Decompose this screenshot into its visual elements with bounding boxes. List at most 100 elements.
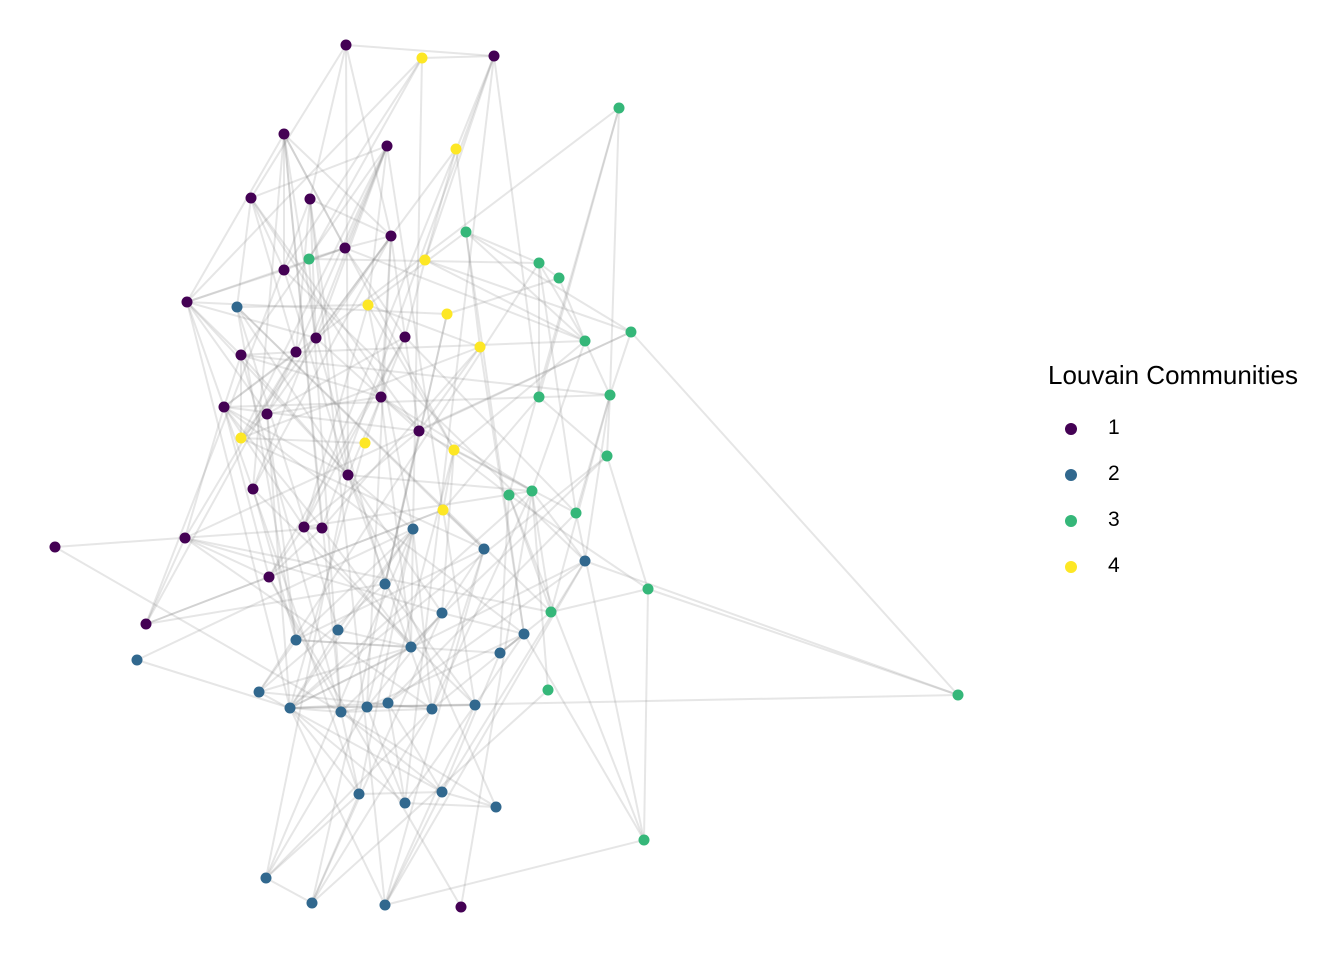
edge (240, 354, 611, 396)
edge (493, 55, 540, 398)
edge (441, 560, 586, 793)
node-community-2 (332, 624, 344, 636)
edge (186, 133, 285, 303)
edge (309, 198, 349, 476)
node-community-4 (419, 254, 431, 266)
edge (289, 560, 586, 709)
node-community-4 (448, 444, 460, 456)
edge (295, 528, 414, 641)
edge (538, 262, 577, 514)
edge (265, 877, 313, 904)
edge (250, 197, 285, 271)
edge (344, 247, 406, 338)
legend-label: 1 (1108, 416, 1120, 439)
node-community-1 (488, 50, 500, 62)
node-community-3 (542, 684, 554, 696)
edge (223, 406, 305, 528)
edge (223, 351, 297, 408)
edge (550, 588, 649, 613)
node-community-2 (306, 897, 318, 909)
edge (404, 336, 420, 432)
edge (606, 394, 611, 457)
node-community-2 (379, 899, 391, 911)
edge (54, 546, 342, 713)
edge (283, 269, 586, 562)
edge (252, 145, 388, 490)
edge (558, 277, 586, 342)
node-community-1 (455, 901, 467, 913)
edge (252, 488, 297, 641)
edge (268, 526, 305, 578)
edge (240, 346, 481, 439)
edge (268, 509, 444, 578)
edge (145, 509, 444, 625)
legend-swatch (1065, 561, 1077, 573)
edge (387, 512, 577, 704)
node-community-3 (533, 391, 545, 403)
node-community-2 (361, 701, 373, 713)
edge (404, 55, 495, 804)
edge (258, 262, 540, 693)
edge (453, 449, 533, 492)
edge (289, 646, 412, 709)
nodes-layer (49, 39, 964, 913)
edge (523, 633, 645, 841)
edge (240, 354, 342, 713)
edge (367, 304, 481, 348)
edge (465, 231, 632, 333)
node-community-1 (413, 425, 425, 437)
edge (412, 57, 423, 530)
edge (347, 474, 533, 492)
node-community-4 (450, 143, 462, 155)
node-community-1 (339, 242, 351, 254)
edge (499, 494, 510, 654)
edge (308, 57, 423, 260)
edge (289, 707, 342, 713)
edge (184, 537, 270, 578)
edge (268, 576, 342, 713)
edge (223, 394, 611, 408)
node-community-3 (579, 335, 591, 347)
edge (431, 633, 525, 710)
edge (252, 133, 285, 490)
edge (184, 331, 632, 539)
edge (145, 351, 297, 625)
node-community-3 (613, 102, 625, 114)
edge (250, 44, 347, 199)
edge (380, 396, 533, 492)
legend-item-1: 1 (1048, 414, 1148, 444)
edge (265, 708, 433, 879)
edge (266, 235, 392, 415)
edge (268, 336, 406, 578)
edge (266, 351, 297, 415)
legend-label: 4 (1108, 554, 1120, 577)
edge (387, 702, 406, 804)
edge (340, 455, 608, 713)
edge (186, 269, 285, 303)
edge (367, 304, 455, 451)
edge (252, 235, 392, 490)
node-community-2 (407, 523, 419, 535)
edge (584, 560, 959, 696)
edge (380, 396, 412, 648)
edge (538, 396, 608, 457)
node-community-2 (490, 801, 502, 813)
edge (268, 576, 462, 908)
edge (455, 148, 481, 348)
edge (384, 430, 420, 585)
edge (289, 702, 389, 709)
edge (345, 44, 495, 57)
node-community-3 (642, 583, 654, 595)
edge (266, 396, 382, 415)
edge (367, 145, 388, 306)
edge (418, 331, 632, 432)
edges-layer (54, 44, 959, 908)
edge (136, 659, 291, 709)
node-community-4 (416, 52, 428, 64)
edge (315, 145, 388, 339)
edge (384, 704, 476, 906)
edge (575, 394, 611, 514)
edge (250, 197, 420, 432)
edge (186, 301, 268, 415)
